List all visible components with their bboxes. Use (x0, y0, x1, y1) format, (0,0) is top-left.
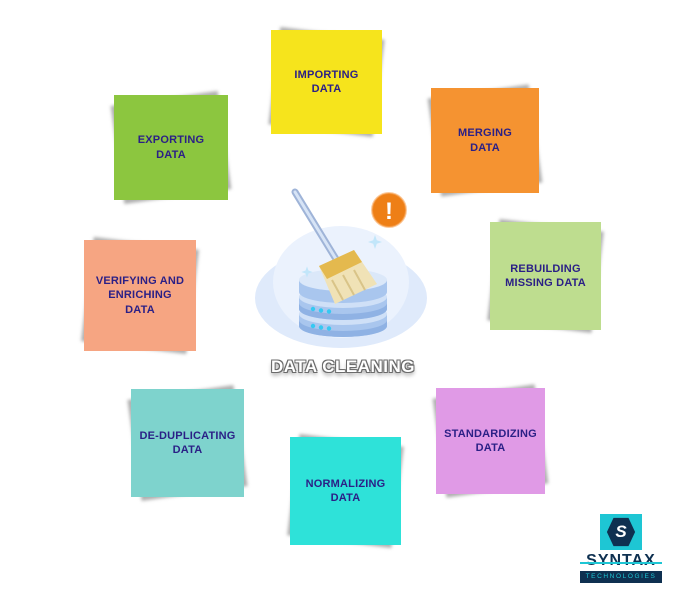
node-standardizing-data: STANDARDIZING DATA (432, 384, 549, 498)
node-label: VERIFYING AND ENRICHING DATA (95, 275, 185, 316)
node-rebuilding-missing-data: REBUILDING MISSING DATA (487, 218, 604, 334)
logo-hexagon-icon: S (606, 517, 636, 547)
note-face: DE-DUPLICATING DATA (131, 389, 244, 497)
brand-name-text: SYNTAX (586, 552, 656, 569)
node-label: EXPORTING DATA (137, 134, 205, 161)
warning-glyph: ! (385, 198, 393, 225)
note-face: STANDARDIZING DATA (436, 388, 545, 494)
node-merging-data: MERGING DATA (427, 84, 543, 197)
broom-icon (291, 188, 377, 304)
node-verifying-enriching-data: VERIFYING AND ENRICHING DATA (80, 236, 200, 355)
logo-mark: S (600, 514, 642, 550)
center-illustration: ! (253, 180, 428, 352)
node-label: MERGING DATA (458, 127, 512, 154)
brand-name: SYNTAX (580, 552, 662, 570)
node-normalizing-data: NORMALIZING DATA (287, 433, 404, 549)
warning-icon: ! (371, 192, 407, 228)
logo-strikethrough (580, 561, 662, 564)
node-exporting-data: EXPORTING DATA (110, 90, 232, 205)
node-de-duplicating-data: DE-DUPLICATING DATA (127, 385, 248, 501)
note-face: IMPORTING DATA (271, 30, 382, 134)
note-face: NORMALIZING DATA (290, 437, 401, 545)
node-label: STANDARDIZING DATA (444, 427, 537, 454)
node-importing-data: IMPORTING DATA (268, 26, 385, 138)
note-face: MERGING DATA (431, 88, 539, 193)
node-label: DE-DUPLICATING DATA (139, 429, 236, 456)
node-label: REBUILDING MISSING DATA (505, 262, 586, 289)
note-face: VERIFYING AND ENRICHING DATA (84, 240, 196, 351)
note-face: EXPORTING DATA (114, 95, 228, 200)
data-cleaning-art: ! (255, 188, 427, 348)
sparkle-icon (301, 235, 382, 278)
diagram-title: DATA CLEANING (270, 357, 416, 376)
note-face: REBUILDING MISSING DATA (490, 222, 601, 330)
brand-logo: S SYNTAX TECHNOLOGIES (580, 514, 662, 583)
node-label: IMPORTING DATA (294, 68, 359, 95)
logo-monogram: S (615, 522, 627, 541)
node-label: NORMALIZING DATA (305, 477, 386, 504)
brand-subtitle: TECHNOLOGIES (580, 570, 662, 583)
